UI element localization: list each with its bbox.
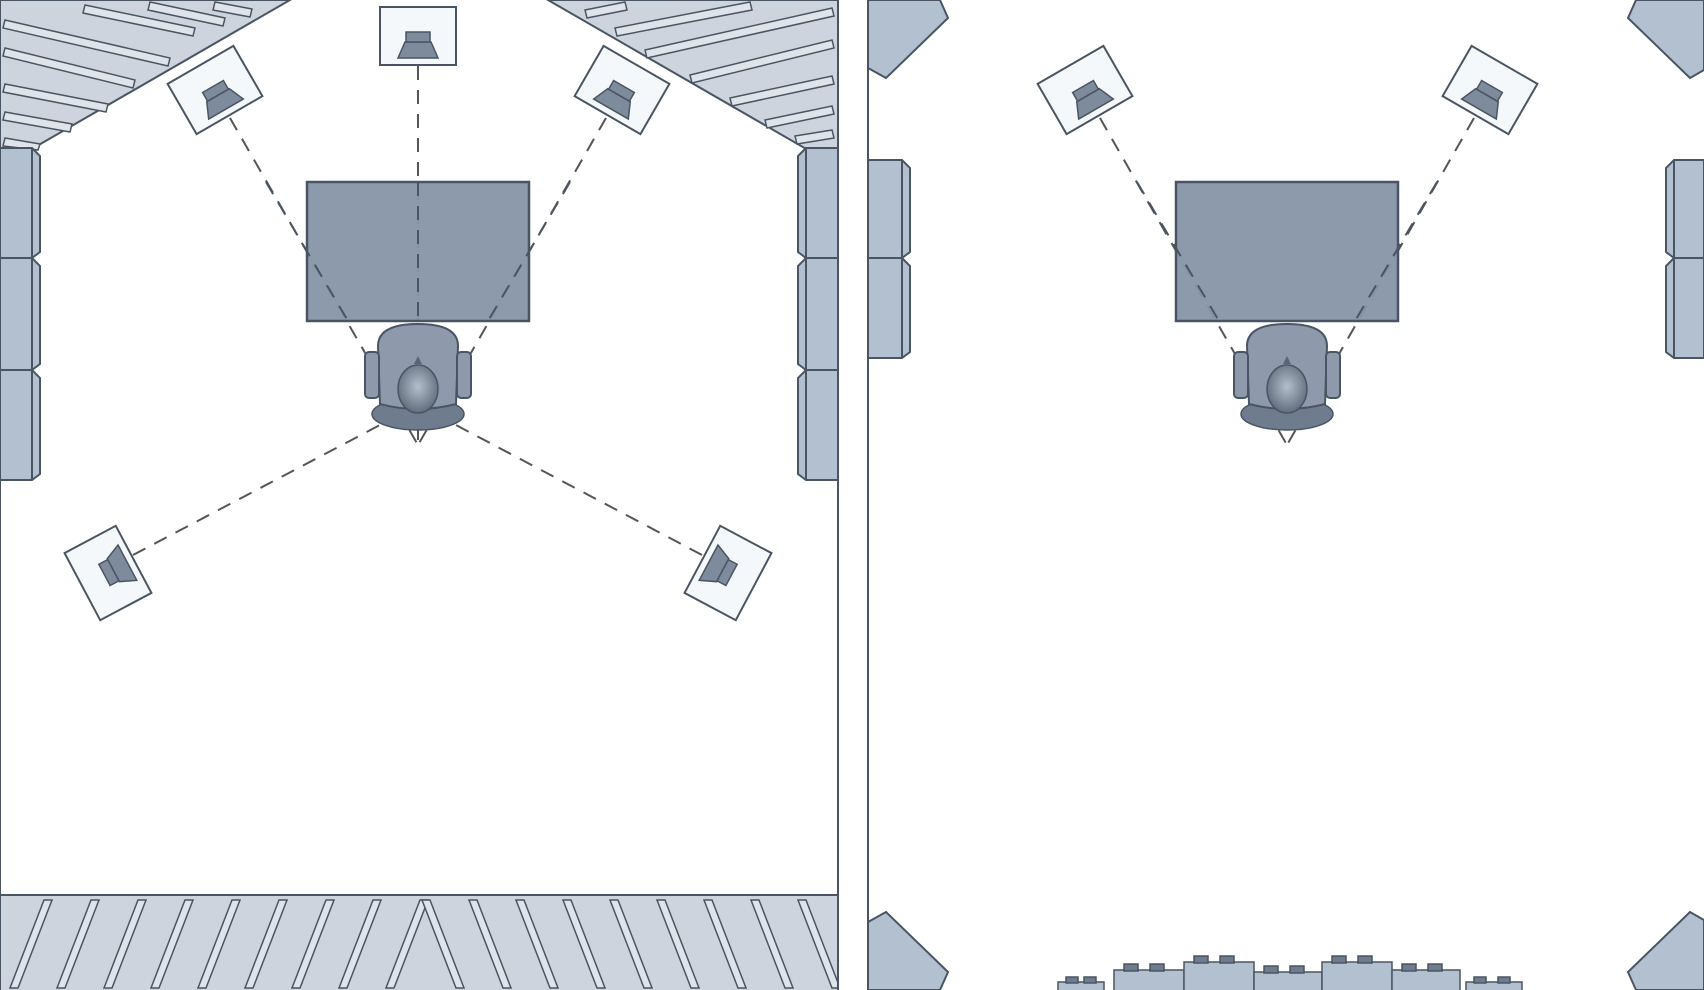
speaker-front-left (166, 44, 264, 136)
room-wall-outline (868, 0, 1704, 990)
rear-slat-diffuser (0, 894, 838, 990)
speaker-front-left (1036, 44, 1134, 136)
diffuser-slat (420, 899, 466, 989)
diffuser-slat (749, 899, 795, 989)
diffuser-slat (290, 899, 336, 989)
right-room (868, 0, 1704, 990)
desk-sight-lines (1136, 181, 1438, 322)
diffuser-slat (796, 899, 838, 989)
left-room (0, 0, 838, 990)
desk-sight-lines (265, 181, 571, 322)
diffuser-slat (702, 899, 748, 989)
side-panels-right (797, 147, 838, 481)
mixing-desk (305, 180, 531, 323)
corner-bass-traps (868, 0, 1704, 990)
speaker-surround-right (683, 524, 773, 622)
speaker-front-right (573, 44, 671, 136)
rear-skyline-diffuser (1057, 955, 1523, 990)
listener-chair (364, 322, 472, 431)
bass-trap-bottom-left (868, 910, 950, 990)
side-panels-left (0, 147, 41, 481)
bass-trap-bottom-right (1626, 910, 1704, 990)
diffuser-slat (8, 899, 54, 989)
bass-trap-top-left (868, 0, 950, 80)
diffuser-slat (102, 899, 148, 989)
listener-head (397, 364, 439, 414)
speaker-front-right (1441, 44, 1539, 136)
speaker-surround-left (63, 524, 153, 622)
front-corner-diffuser-right (545, 0, 838, 151)
listener-chair (1233, 322, 1341, 431)
listener-head (1266, 364, 1308, 414)
speaker-center (379, 6, 457, 66)
diffuser-slat (149, 899, 195, 989)
front-corner-diffuser-left (0, 0, 293, 151)
diffuser-slat (55, 899, 101, 989)
diffuser-slat (514, 899, 560, 989)
bass-trap-top-right (1626, 0, 1704, 80)
side-panels-left (868, 159, 911, 359)
diffuser-slat (243, 899, 289, 989)
diffuser-slat (608, 899, 654, 989)
diffuser-slat (337, 899, 383, 989)
diffuser-slat (467, 899, 513, 989)
diffuser-slat (196, 899, 242, 989)
diffuser-slat (655, 899, 701, 989)
mixing-desk (1174, 180, 1400, 323)
side-panels-right (1665, 159, 1704, 359)
diffuser-slat (561, 899, 607, 989)
